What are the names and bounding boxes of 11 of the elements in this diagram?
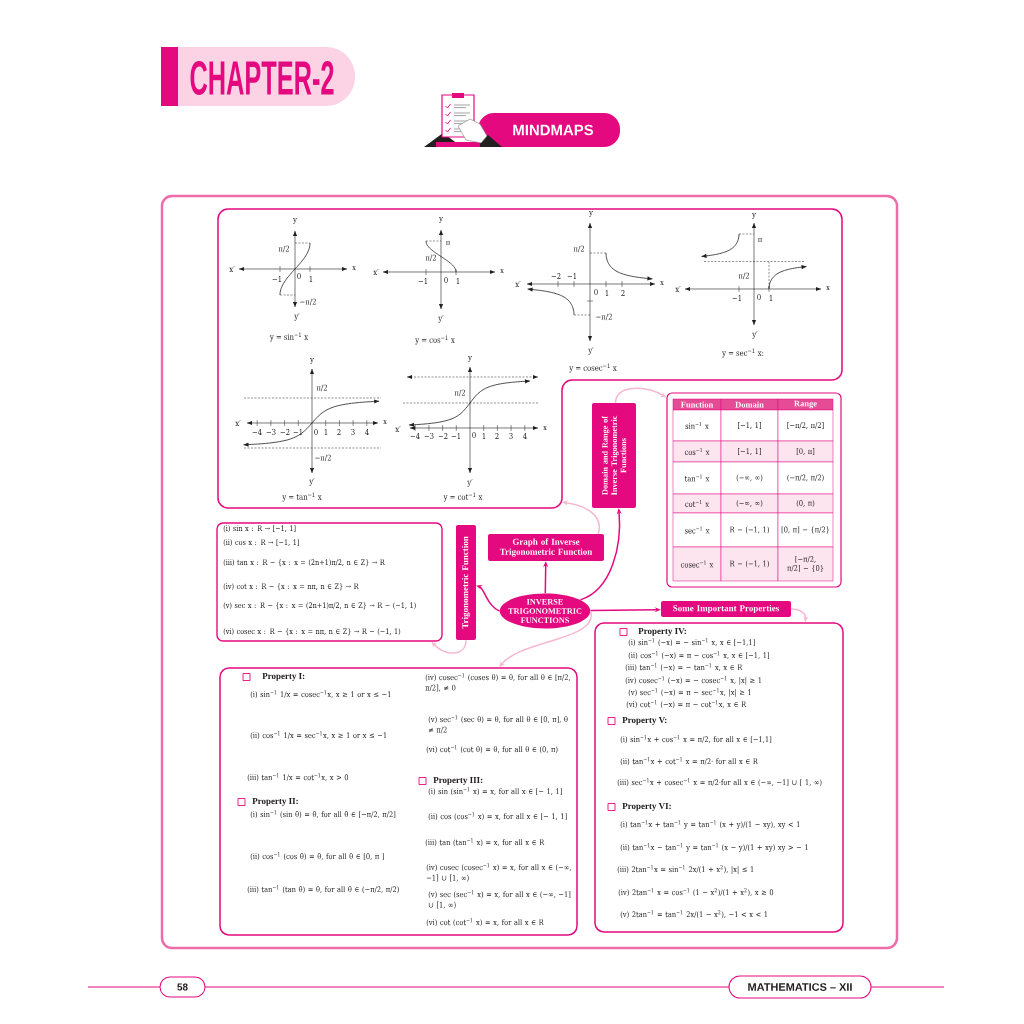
- subject-label: MATHEMATICS – XII: [728, 975, 872, 999]
- page-number: 58: [159, 976, 206, 998]
- property-heading: Property III:: [433, 777, 483, 785]
- property-heading: Property VI:: [622, 803, 671, 811]
- header-cell: Range: [777, 398, 834, 411]
- chapter-heading: CHAPTER-2: [161, 47, 355, 106]
- property-heading: Property V:: [622, 717, 667, 725]
- property-heading: Property IV:: [638, 628, 686, 636]
- property-heading: Property II:: [252, 798, 298, 806]
- section-banner: MINDMAPS: [478, 113, 620, 147]
- property-heading: Property I:: [262, 673, 305, 681]
